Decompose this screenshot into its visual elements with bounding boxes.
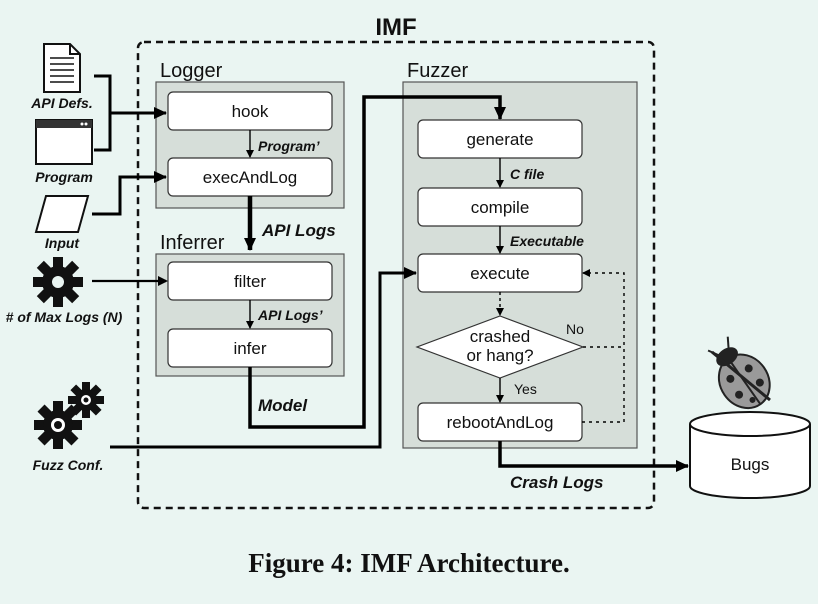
executable-label: Executable [510, 233, 584, 249]
database-icon [689, 411, 811, 499]
bugs-label: Bugs [731, 455, 770, 474]
max-logs-label: # of Max Logs (N) [6, 309, 123, 325]
figure-caption: Figure 4: IMF Architecture. [248, 548, 570, 578]
exec-and-log-label: execAndLog [203, 168, 298, 187]
yes-label: Yes [514, 381, 537, 397]
imf-title: IMF [375, 14, 416, 41]
crash-logs-arrow [498, 441, 689, 472]
c-file-label: C file [510, 166, 544, 182]
architecture-diagram: IMF Logger hook execAndLog Program’ API … [6, 14, 811, 510]
api-logs-label: API Logs [261, 221, 336, 240]
no-label: No [566, 321, 584, 337]
api-defs-label: API Defs. [30, 95, 92, 111]
gears-icon [34, 382, 104, 449]
infer-label: infer [233, 339, 266, 358]
crash-logs-label: Crash Logs [510, 473, 604, 492]
generate-label: generate [466, 130, 533, 149]
fuzz-conf-label: Fuzz Conf. [33, 457, 104, 473]
logger-label: Logger [160, 60, 223, 82]
window-icon [35, 119, 93, 165]
compile-label: compile [471, 198, 530, 217]
fuzzer-group: Fuzzer generate compile execute crashed … [402, 60, 638, 449]
logger-group: Logger hook execAndLog Program’ [155, 60, 345, 209]
program-prime-label: Program’ [258, 138, 321, 154]
gear-icon [33, 257, 83, 307]
fuzz-conf-arrow [110, 267, 417, 449]
reboot-and-log-label: rebootAndLog [447, 413, 554, 432]
filter-label: filter [234, 272, 266, 291]
input-label: Input [45, 235, 81, 251]
model-arrow [248, 95, 506, 429]
inferrer-label: Inferrer [160, 232, 225, 254]
program-label: Program [35, 169, 93, 185]
execute-label: execute [470, 264, 530, 283]
crashed-label-line1: crashed [470, 327, 530, 346]
model-label: Model [258, 396, 308, 415]
input-icon [34, 195, 90, 233]
crashed-label-line2: or hang? [466, 346, 533, 365]
api-logs-prime-label: API Logs’ [257, 307, 324, 323]
document-icon [43, 43, 81, 93]
inferrer-group: Inferrer filter infer API Logs’ [155, 232, 345, 377]
fuzzer-label: Fuzzer [407, 60, 468, 82]
hook-label: hook [232, 102, 269, 121]
imf-boundary [136, 40, 656, 510]
